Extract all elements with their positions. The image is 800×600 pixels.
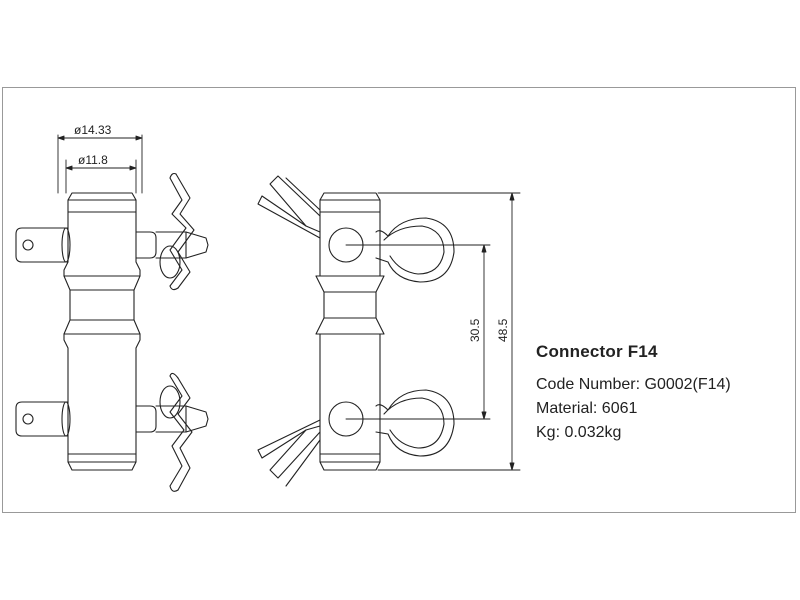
product-title: Connector F14	[536, 342, 658, 361]
side-view	[15, 172, 209, 492]
lower-clip-side	[169, 375, 193, 491]
side-view-upper-body	[63, 192, 141, 277]
upper-tab-hole	[22, 239, 34, 251]
upper-r-clip	[375, 217, 455, 283]
lower-tab-hole	[22, 413, 34, 425]
front-view-body	[315, 192, 385, 471]
product-info: Connector F14 Code Number: G0002(F14) Ma…	[536, 342, 786, 448]
side-view-dimensions	[57, 134, 143, 194]
code-number: Code Number: G0002(F14)	[536, 376, 731, 393]
side-view-lower-tab	[15, 401, 69, 437]
outer-diameter-label: ø14.33	[74, 123, 112, 137]
material: Material: 6061	[536, 400, 638, 417]
front-view-dimensions	[345, 192, 521, 471]
front-view	[257, 175, 455, 487]
total-height-label: 48.5	[496, 318, 510, 342]
side-view-waist	[63, 275, 141, 335]
inner-diameter-label: ø11.8	[78, 153, 108, 167]
lower-r-clip	[375, 389, 455, 457]
weight: Kg: 0.032kg	[536, 424, 622, 441]
side-view-lower-body	[63, 333, 141, 471]
side-view-upper-tab	[15, 227, 69, 263]
hole-spacing-label: 30.5	[468, 318, 482, 342]
upper-clip-side	[169, 173, 195, 289]
